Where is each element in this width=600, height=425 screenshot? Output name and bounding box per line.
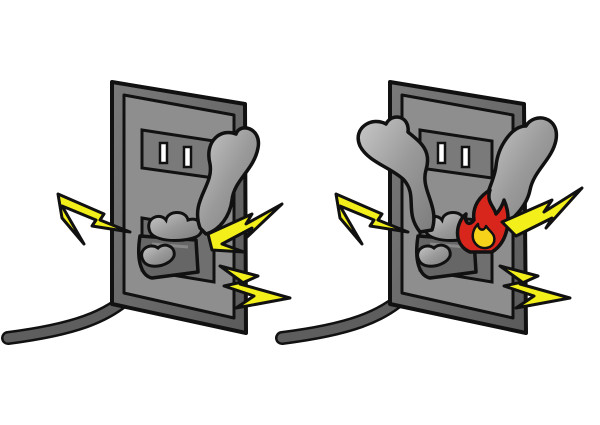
right-spark-right: [500, 186, 584, 238]
left-spark-left: [56, 192, 132, 246]
left-spark-right: [206, 202, 284, 254]
left-spark-bottom: [218, 264, 292, 310]
left-smoke-cloud: [140, 211, 204, 268]
right-smoke-plume-left: [356, 115, 436, 234]
right-spark-bottom: [498, 264, 572, 310]
right-spark-left: [334, 192, 410, 246]
right-panel-burning-outlet: [275, 80, 584, 345]
left-panel-smoking-outlet: [1, 80, 292, 345]
right-fire-flame: [455, 188, 510, 254]
left-smoke-plume: [195, 126, 261, 236]
